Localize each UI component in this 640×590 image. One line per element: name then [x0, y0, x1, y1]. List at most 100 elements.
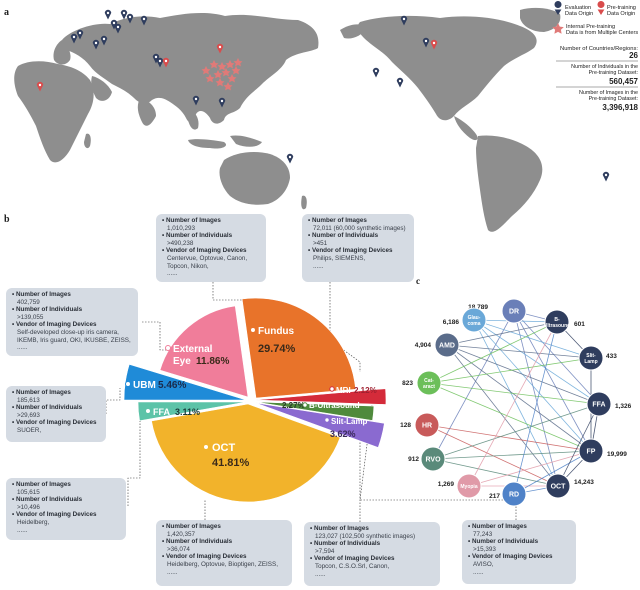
b-ultrasound-slice: [255, 401, 375, 421]
node-count: 14,243: [574, 479, 594, 486]
box-value: >7,594: [315, 547, 335, 555]
evaluation-pin-icon: [70, 33, 78, 44]
evaluation-pin-icon: [218, 97, 226, 108]
network-edge: [513, 321, 558, 495]
external-eye-slice: [159, 305, 249, 398]
oct-info-box: Number of Images 1,420,357 Number of Ind…: [156, 520, 292, 586]
box-value: 72,011 (60,000 synthetic images): [313, 224, 406, 232]
evaluation-pin-icon: [110, 19, 118, 30]
evaluation-pin-icon: [126, 13, 134, 24]
node-count: 433: [606, 353, 617, 360]
box-heading: Vendor of Imaging Devices: [12, 321, 132, 329]
node-myopia: Myopia: [456, 473, 482, 499]
network-edge: [428, 321, 558, 384]
node-count: 19,999: [607, 451, 627, 458]
network-edge: [468, 450, 592, 487]
b-ultrasound-info-box: Number of Images 77,243 Number of Indivi…: [462, 520, 576, 584]
node-count: 1,269: [438, 481, 455, 488]
node-label: RD: [509, 491, 519, 498]
panel-c-label: c: [416, 276, 420, 286]
stat-individuals-value: 560,457: [609, 77, 638, 86]
box-value: >490,238: [167, 239, 194, 247]
box-value: ......: [313, 262, 324, 270]
box-value: >29,693: [17, 411, 40, 419]
box-value: Heidelberg, Optovue, Bioptigen, ZEISS,: [167, 560, 278, 568]
box-value: Heidelberg,: [17, 518, 50, 526]
stat-countries-value: 26: [629, 51, 638, 60]
star-marker: [217, 62, 227, 71]
slit-lamp-slice: [255, 402, 385, 448]
box-heading: Number of Individuals: [310, 540, 434, 548]
box-heading: Number of Images: [12, 291, 132, 299]
node-label: Slit-: [586, 353, 596, 359]
evaluation-pin-icon: [192, 95, 200, 106]
network-edge: [473, 319, 592, 452]
box-value: ......: [17, 344, 28, 352]
network-edge: [473, 319, 559, 487]
panel-a-label: a: [4, 7, 9, 18]
node-label: Myopia: [460, 484, 477, 490]
node-count: 912: [408, 456, 419, 463]
oct-dot: [203, 444, 209, 450]
evaluation-pin-icon: [396, 77, 404, 88]
node-circle: [456, 473, 482, 499]
node-label: Ultrasound: [544, 323, 570, 329]
node-rd: RD: [501, 481, 527, 507]
panel-b-label: b: [4, 214, 10, 225]
ubm-info-box: Number of Images 185,613 Number of Indiv…: [6, 386, 106, 442]
pretraining-pin-icon: [597, 1, 605, 16]
box-value: 402,759: [17, 298, 40, 306]
evaluation-pin-icon: [152, 53, 160, 64]
node-count: 823: [402, 380, 413, 387]
star-marker: [231, 66, 241, 75]
network-edge: [428, 382, 600, 405]
node-circle: [461, 307, 487, 333]
node-circle: [578, 345, 604, 371]
box-value: >36,074: [167, 545, 190, 553]
network-edge: [557, 403, 600, 487]
internal-data-markers: [201, 58, 243, 91]
box-value: >15,393: [473, 545, 496, 553]
evaluation-pin-icon: [100, 35, 108, 46]
oct-slice: [151, 403, 341, 503]
box-heading: Vendor of Imaging Devices: [308, 247, 408, 255]
network-edge: [446, 344, 600, 405]
pie-chart: [123, 297, 387, 503]
star-marker: [233, 58, 243, 67]
evaluation-pin-icon: [400, 15, 408, 26]
network-edge: [446, 321, 558, 346]
box-heading: Number of Images: [308, 217, 408, 225]
network-edge: [446, 344, 559, 487]
node-circle: [586, 391, 612, 417]
box-value: 1,010,293: [167, 224, 196, 232]
box-value: SUOER,: [17, 426, 42, 434]
map-pins: [36, 9, 610, 182]
map-stats: Number of Countries/Regions: 26 Number o…: [556, 46, 639, 112]
node-glaucoma: Glau-coma: [461, 307, 487, 333]
world-map: [14, 7, 561, 232]
box-heading: Number of Images: [310, 525, 434, 533]
node-circle: [434, 332, 460, 358]
network-edge: [513, 450, 592, 495]
star-marker: [201, 66, 211, 75]
box-heading: Vendor of Imaging Devices: [12, 511, 120, 519]
box-value: 123,027 (102,500 synthetic images): [315, 532, 416, 540]
node-count: 128: [400, 422, 411, 429]
node-count: 601: [574, 321, 585, 328]
node-circle: [501, 298, 527, 324]
box-value: 1,420,357: [167, 530, 196, 538]
mri-info-box: Number of Images 72,011 (60,000 syntheti…: [302, 214, 414, 282]
bus-pct: 2.27%: [282, 401, 305, 410]
network-edge: [432, 403, 600, 460]
box-heading: Number of Individuals: [12, 306, 132, 314]
oct-name: OCT: [212, 442, 236, 454]
evaluation-pin-icon: [140, 15, 148, 26]
node-circle: [414, 412, 440, 438]
box-value: Philips, SIEMENS,: [313, 254, 366, 262]
